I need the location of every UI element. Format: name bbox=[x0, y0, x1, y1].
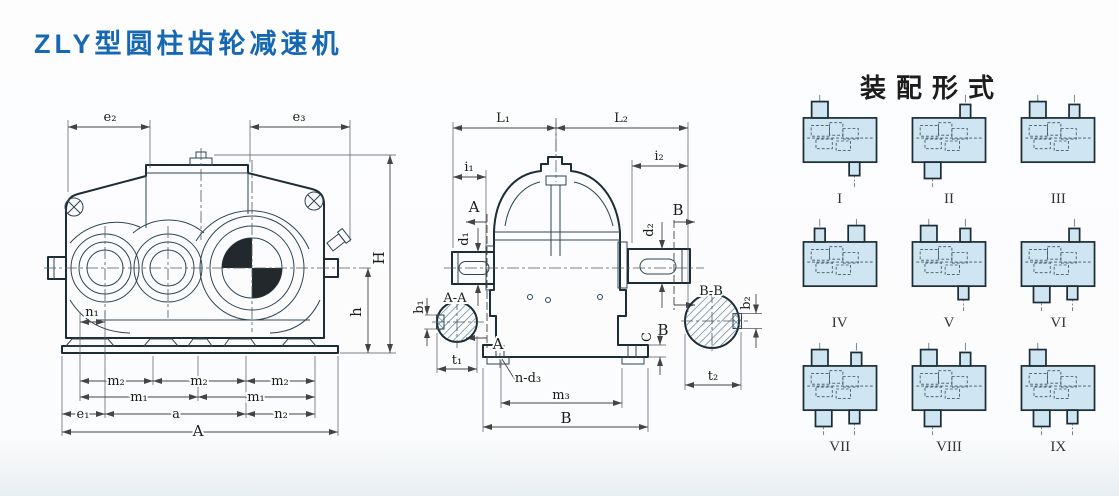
section-letter-A-bottom: A bbox=[492, 335, 504, 353]
assembly-form-label: I bbox=[837, 191, 843, 207]
assembly-diagram-icon bbox=[1020, 218, 1096, 312]
page-title: ZLY型圆柱齿轮减速机 bbox=[34, 29, 343, 60]
dim-label-e3: e₃ bbox=[293, 110, 306, 125]
dim-label-B: B bbox=[560, 409, 571, 427]
dim-label-i2: i₂ bbox=[654, 149, 663, 164]
dim-label-t1: t₁ bbox=[452, 353, 462, 368]
assembly-section-title: 装配形式 bbox=[860, 72, 1005, 103]
dim-label-nd3: n-d₃ bbox=[515, 371, 541, 386]
dim-label-i1: i₁ bbox=[464, 160, 473, 175]
housing-body bbox=[65, 164, 325, 339]
dim-label-b2: b₂ bbox=[739, 296, 754, 310]
dim-label-A: A bbox=[192, 422, 204, 440]
assembly-form-8: VIII bbox=[897, 340, 1000, 456]
assembly-form-9: IX bbox=[1007, 340, 1110, 456]
section-B-B: B-B b₂ t₂ bbox=[681, 282, 762, 390]
section-label-AA: A-A bbox=[442, 291, 467, 306]
front-view-dimensions: L₁ L₂ i₁ i₂ d₁ d₂ C n-d₃ m₃ B bbox=[452, 109, 689, 432]
section-letter-B-bottom: B bbox=[657, 321, 668, 339]
front-housing-body bbox=[482, 156, 649, 358]
dim-label-e2: e₂ bbox=[104, 110, 117, 125]
dim-label-n2: n₂ bbox=[274, 407, 288, 422]
assembly-diagram-icon bbox=[911, 342, 987, 436]
dim-label-e1: e₁ bbox=[77, 407, 90, 422]
assembly-diagram-icon bbox=[1020, 342, 1096, 436]
housing-base bbox=[61, 345, 339, 354]
assembly-diagram-icon bbox=[911, 94, 987, 188]
front-internal-details bbox=[485, 175, 637, 357]
assembly-form-label: V bbox=[943, 315, 955, 331]
dim-label-n1: n₁ bbox=[85, 305, 99, 320]
lifting-hole-icon bbox=[64, 191, 324, 217]
assembly-form-label: VIII bbox=[936, 439, 962, 455]
output-shaft-bore bbox=[199, 215, 305, 321]
section-label-BB: B-B bbox=[699, 284, 723, 299]
assembly-form-label: II bbox=[943, 191, 954, 207]
assembly-form-3: III bbox=[1007, 92, 1110, 208]
centerlines bbox=[44, 148, 374, 332]
assembly-diagram-icon bbox=[802, 218, 878, 288]
assembly-form-label: VI bbox=[1050, 315, 1067, 331]
dim-label-L2: L₂ bbox=[614, 111, 628, 126]
assembly-form-label: IX bbox=[1050, 439, 1067, 455]
dim-label-a: a bbox=[172, 407, 180, 422]
dim-label-m2: m₂ bbox=[190, 374, 208, 389]
assembly-diagram-icon bbox=[802, 342, 878, 436]
front-view-drawing: A A B B A-A b₁ t₁ bbox=[410, 109, 762, 432]
dim-label-t2: t₂ bbox=[708, 369, 718, 384]
front-output-shaft bbox=[627, 248, 691, 284]
oil-plug bbox=[326, 227, 352, 252]
front-foot-right bbox=[621, 356, 645, 365]
assembly-form-label: IV bbox=[831, 315, 848, 331]
assembly-form-5: V bbox=[897, 216, 1000, 332]
section-letter-A-top: A bbox=[468, 198, 480, 216]
assembly-diagram-icon bbox=[911, 218, 987, 312]
section-letter-B-top: B bbox=[672, 201, 683, 219]
dim-label-m1: m₁ bbox=[130, 390, 148, 405]
section-A-A: A-A b₁ t₁ bbox=[410, 289, 484, 373]
assembly-form-1: I bbox=[788, 92, 891, 208]
dim-label-H: H bbox=[370, 251, 388, 264]
dim-label-d2: d₂ bbox=[642, 223, 657, 237]
dim-label-m3: m₃ bbox=[552, 388, 570, 403]
dim-label-m1: m₁ bbox=[247, 390, 265, 405]
dim-label-C: C bbox=[640, 332, 655, 342]
assembly-form-4: IV bbox=[788, 216, 891, 332]
dim-label-d1: d₁ bbox=[457, 232, 472, 246]
dim-label-m2: m₂ bbox=[107, 374, 125, 389]
dim-label-b1: b₁ bbox=[412, 300, 427, 314]
side-view-drawing: e₂ e₃ H h n₁ m₂ m₂ m₂ m₁ m₁ e₁ a n₂ A bbox=[44, 108, 396, 442]
side-view-dimensions: e₂ e₃ H h n₁ m₂ m₂ m₂ m₁ m₁ e₁ a n₂ A bbox=[61, 108, 396, 442]
assembly-form-label: VII bbox=[829, 439, 851, 455]
assembly-diagram-icon bbox=[1020, 94, 1096, 164]
front-foot-left bbox=[486, 356, 510, 365]
foot-pads bbox=[64, 338, 318, 347]
assembly-form-6: VI bbox=[1007, 216, 1110, 332]
assembly-diagram-icon bbox=[802, 94, 878, 188]
dim-label-h: h bbox=[347, 307, 365, 317]
assembly-form-7: VII bbox=[788, 340, 891, 456]
dim-label-L1: L₁ bbox=[496, 111, 510, 126]
dim-label-m2: m₂ bbox=[271, 374, 289, 389]
assembly-form-label: III bbox=[1050, 191, 1066, 207]
assembly-form-2: II bbox=[897, 92, 1000, 208]
internal-details bbox=[69, 173, 321, 334]
